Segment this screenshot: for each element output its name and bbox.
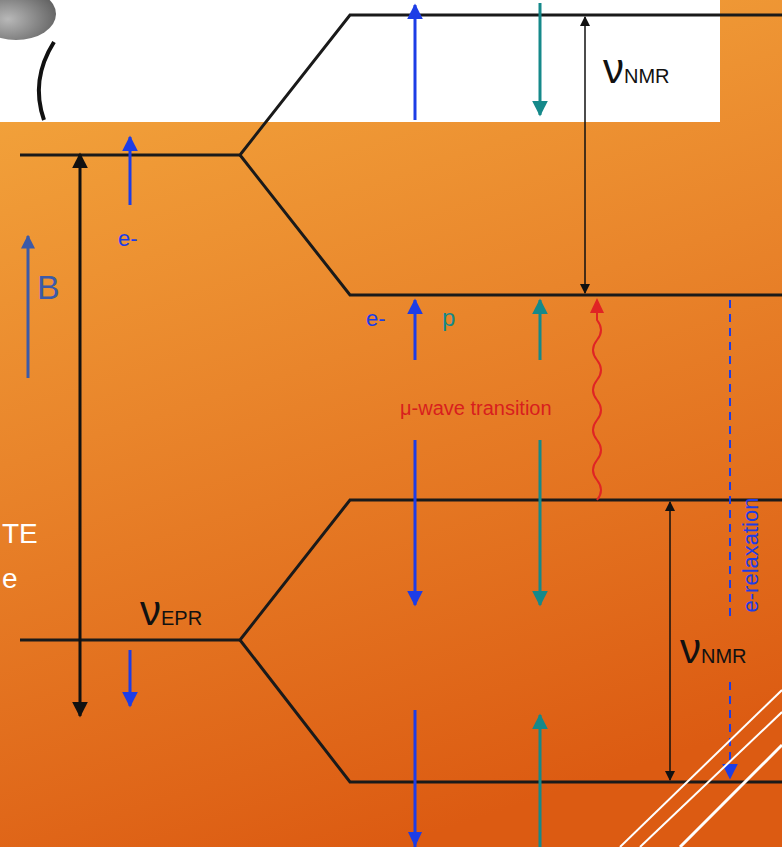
frequency-label: νEPR	[140, 590, 202, 632]
nmr-arrow	[669, 502, 671, 780]
energy-level	[240, 155, 782, 295]
field-arrow	[27, 236, 30, 378]
microwave-wave	[593, 312, 601, 500]
white-panel	[0, 0, 720, 122]
proton-spin-arrow	[539, 300, 542, 360]
electron-spin-arrow	[414, 710, 417, 847]
electron-spin-arrow	[414, 5, 417, 120]
decorative-line	[620, 690, 782, 847]
transition-label: μ-wave transition	[400, 398, 552, 418]
fragment-text: e	[2, 565, 18, 593]
proton-spin-arrow	[539, 440, 542, 605]
spin-label: p	[442, 306, 455, 330]
relaxation-line	[729, 682, 731, 778]
proton-spin-arrow	[539, 3, 542, 115]
decorative-line	[680, 745, 782, 847]
relaxation-label: e-relaxation	[740, 498, 762, 613]
energy-level	[20, 500, 782, 640]
fragment-text: TE	[2, 520, 38, 548]
field-label: B	[37, 270, 60, 304]
decorative-line	[640, 712, 782, 847]
spin-label: e-	[366, 308, 386, 330]
spin-label: e-	[118, 228, 138, 250]
energy-levels	[20, 15, 782, 782]
energy-level	[20, 15, 782, 155]
relaxation-line	[729, 300, 731, 620]
microwave-arrowhead	[590, 298, 604, 313]
device-picture	[0, 0, 56, 40]
electron-spin-arrow	[414, 300, 417, 360]
electron-spin-arrowhead	[408, 832, 422, 847]
epr-arrow	[79, 154, 82, 716]
electron-spin-arrow	[129, 650, 132, 706]
proton-spin-arrow	[539, 715, 542, 847]
electron-spin-arrow	[414, 440, 417, 605]
device-outline	[39, 42, 54, 120]
frequency-label: νNMR	[680, 628, 747, 670]
electron-spin-arrow	[129, 137, 132, 205]
frequency-label: νNMR	[603, 48, 670, 90]
nmr-arrow	[584, 17, 586, 293]
